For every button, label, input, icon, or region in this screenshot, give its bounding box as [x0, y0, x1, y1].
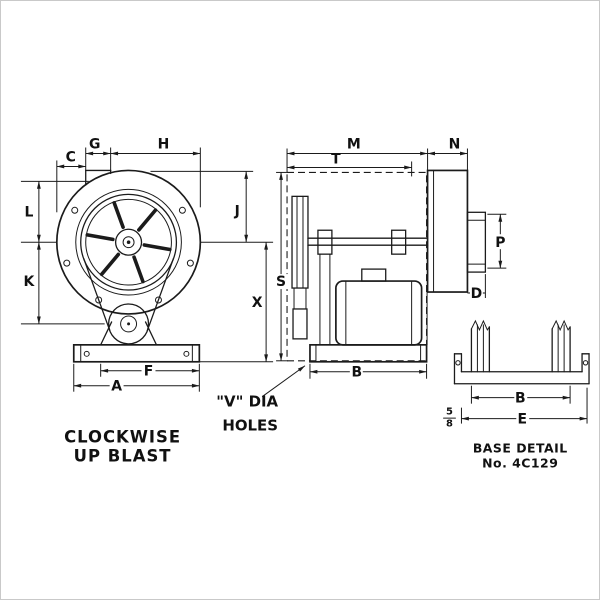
motor: [335, 268, 423, 346]
base-detail-title-line2: No. 4C129: [482, 455, 558, 470]
conduit-box: [361, 268, 387, 282]
bolt-hole: [154, 296, 162, 304]
side-view: M T N S B P D "V" DIA HOLES: [216, 137, 507, 435]
label-mask: [469, 286, 483, 300]
dim-label-c: C: [66, 149, 76, 165]
wheel-rim: [80, 193, 178, 291]
envelope-outline: [286, 171, 428, 362]
drive-sheave: [291, 195, 309, 340]
mounting-hole: [455, 360, 461, 366]
spoke: [112, 201, 125, 230]
bearing: [317, 229, 333, 255]
holes-note-line1: "V" DIA: [216, 393, 278, 411]
break-line: [551, 319, 571, 332]
dim-label-l: L: [24, 204, 33, 220]
fraction-numerator: 5: [446, 407, 453, 418]
label-mask: [274, 274, 289, 290]
bolt-hole: [178, 206, 186, 214]
base-rail: [309, 344, 428, 363]
side-dimensions: M T N S B P D: [274, 137, 507, 381]
belt: [83, 257, 111, 332]
spoke: [142, 243, 172, 252]
bolt-hole: [95, 296, 103, 304]
support-leg: [100, 321, 113, 346]
spoke: [137, 208, 158, 232]
front-base: [72, 344, 201, 363]
bearing: [391, 229, 407, 255]
motor-body: [335, 280, 423, 346]
base-detail-view: B E 5 8 BASE DETAIL No. 4C129: [443, 319, 590, 470]
base-cross-section: [453, 319, 590, 385]
fraction-denominator: 8: [446, 419, 453, 430]
dim-label-base-b: B: [515, 391, 526, 407]
spoke: [132, 255, 145, 284]
bolt-hole: [186, 259, 194, 267]
dim-label-n: N: [449, 137, 461, 153]
dim-label-t: T: [331, 151, 341, 167]
bolt-hole: [63, 259, 71, 267]
bolt-hole: [71, 206, 79, 214]
dim-label-d: D: [471, 286, 483, 302]
holes-note-line2: HOLES: [222, 417, 278, 435]
base-hole: [83, 350, 90, 357]
side-base: [309, 344, 428, 363]
dim-label-f: F: [144, 364, 154, 380]
belt: [146, 257, 175, 332]
motor-pulley: [107, 303, 150, 345]
front-view: G H C L K J X F A CLOCKWISE UP BLAST: [20, 137, 274, 465]
housing-side: [426, 169, 487, 346]
label-mask: [109, 378, 124, 393]
shaft-assembly: [307, 229, 429, 346]
label-mask: [493, 234, 507, 250]
dim-label-x: X: [252, 295, 263, 311]
spoke: [85, 233, 115, 242]
base-detail-dimensions: B E 5 8: [443, 385, 588, 430]
front-dimensions: G H C L K J X F A: [20, 137, 274, 395]
inlet-ring: [75, 188, 182, 296]
dim-label-g: G: [89, 137, 100, 153]
dim-label-a: A: [111, 379, 122, 395]
rotation-note-line1: CLOCKWISE: [64, 428, 181, 447]
dim-label-m: M: [347, 137, 361, 153]
dim-label-j: J: [234, 203, 240, 219]
dim-label-s: S: [276, 274, 286, 290]
label-mask: [349, 364, 363, 379]
support-leg: [144, 321, 158, 346]
base-hole: [183, 350, 190, 357]
inlet-flange: [466, 211, 487, 273]
dim-label-b: B: [351, 365, 362, 381]
mounting-hole: [582, 360, 589, 366]
label-mask: [516, 411, 530, 426]
hub: [114, 228, 143, 256]
dim-label-k: K: [24, 274, 36, 290]
spoke: [99, 252, 121, 277]
rotation-note-line2: UP BLAST: [74, 446, 172, 465]
belt-drive: [83, 257, 175, 346]
base-detail-title-line1: BASE DETAIL: [473, 440, 568, 455]
label-mask: [514, 390, 528, 405]
break-line: [470, 319, 490, 332]
dim-label-p: P: [495, 235, 505, 251]
dim-label-h: H: [158, 137, 170, 153]
fan-wheel: [80, 193, 178, 291]
lower-pulley: [292, 308, 308, 340]
wheel-rim-inner: [85, 198, 172, 286]
holes-leader-arrow: [261, 365, 306, 398]
label-mask: [141, 363, 156, 378]
dim-label-base-e: E: [517, 412, 527, 428]
base-rail: [72, 344, 201, 363]
